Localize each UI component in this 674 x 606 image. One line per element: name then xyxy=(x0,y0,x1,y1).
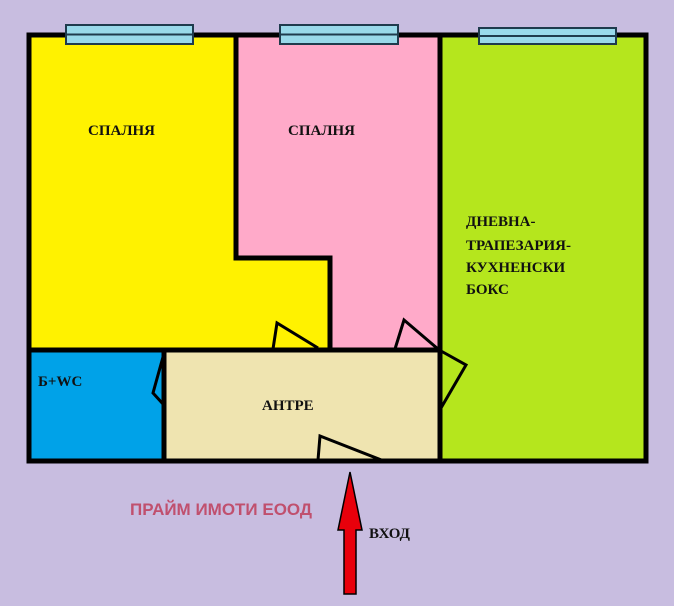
living-room-label-line-3: КУХНЕНСКИ xyxy=(466,260,565,276)
bedroom-left-area xyxy=(29,35,330,350)
window-icon xyxy=(65,24,194,45)
hall-label: АНТРЕ xyxy=(262,398,314,414)
living-room-area xyxy=(440,35,646,461)
door-icon xyxy=(393,317,439,351)
windows xyxy=(65,24,617,45)
bathroom-label: Б+WC xyxy=(38,374,82,390)
window-icon xyxy=(279,24,399,45)
bedroom-middle-area xyxy=(236,35,440,350)
door-icon xyxy=(271,320,319,350)
bathroom-area xyxy=(29,350,164,461)
hall-area xyxy=(164,350,440,461)
door-icon xyxy=(151,356,165,406)
window-icon xyxy=(478,27,617,45)
entrance-arrow-icon xyxy=(337,471,363,595)
bedroom-left-label: СПАЛНЯ xyxy=(88,123,155,139)
watermark: ПРАЙМ ИМОТИ ЕООД xyxy=(130,500,312,519)
living-room-label-line-2: ТРАПЕЗАРИЯ- xyxy=(466,238,571,254)
doors xyxy=(151,317,469,463)
wall-bedrooms-divider xyxy=(233,35,333,350)
door-icon xyxy=(316,433,385,463)
living-room-label-line-4: БОКС xyxy=(466,282,509,298)
living-room-label-line-1: ДНЕВНА- xyxy=(466,214,536,230)
entrance-label: ВХОД xyxy=(369,526,411,542)
door-icon xyxy=(439,349,469,409)
bedroom-middle-label: СПАЛНЯ xyxy=(288,123,355,139)
walls xyxy=(26,32,649,464)
